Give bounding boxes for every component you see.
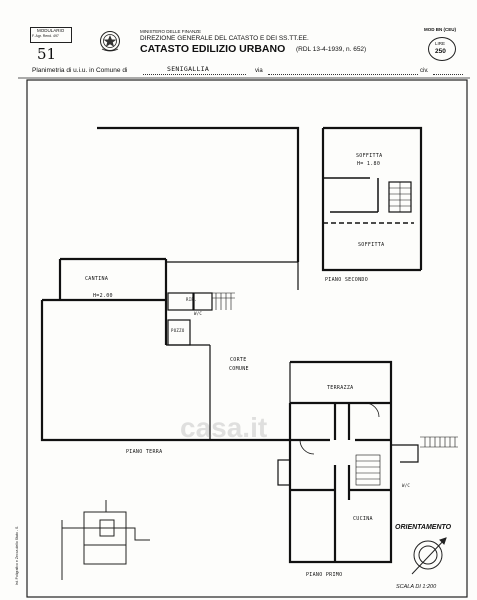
direction-label: DIREZIONE GENERALE DEL CATASTO E DEI SS.…	[140, 35, 309, 42]
piano-secondo-plan	[321, 126, 423, 272]
register-title: CATASTO EDILIZIO URBANO	[140, 43, 286, 55]
soffitta-top-label: SOFFITTA	[356, 153, 383, 159]
model-code: MOD BN (CEU)	[424, 27, 456, 32]
lire-value: 250	[435, 48, 446, 55]
piano-terra-plan	[40, 126, 300, 442]
law-reference: (RDL 13-4-1939, n. 652)	[296, 46, 367, 53]
comune-value: SENIGALLIA	[167, 65, 210, 73]
civ-dotted-line	[433, 74, 463, 75]
via-dotted-line	[268, 74, 418, 75]
corte-label: CORTE	[230, 357, 247, 363]
wc-primo-label: W/C	[402, 483, 411, 488]
soffitta-bottom-label: SOFFITTA	[358, 242, 385, 248]
comune-label: COMUNE	[229, 366, 249, 372]
modulario-label: MODULARIO	[37, 28, 65, 33]
stamp-duty-box	[428, 37, 456, 61]
state-emblem-icon	[99, 29, 121, 53]
terrazza-label: TERRAZZA	[327, 385, 354, 391]
ripostiglio-label: RIP.	[186, 297, 197, 302]
comune-dotted-line	[143, 74, 246, 75]
location-sketch	[61, 500, 150, 580]
scale-label: SCALA DI 1:200	[396, 584, 437, 590]
via-label: via	[255, 68, 263, 74]
modulario-box	[30, 27, 72, 43]
piano-primo-plan	[277, 360, 458, 564]
watermark-text: casa.it	[180, 412, 268, 443]
wc-ground-label: W/C	[194, 311, 203, 316]
modulario-sub-label: F. Agr. Rend. 497	[32, 34, 59, 38]
cantina-height-label: H=2.00	[93, 293, 113, 299]
soffitta-height-label: H= 1.80	[357, 161, 381, 167]
lire-label: LIRE	[435, 41, 446, 46]
sheet-frame	[26, 79, 468, 598]
handwritten-sheet-number: 51	[37, 45, 57, 63]
piano-terra-label: PIANO TERRA	[126, 449, 163, 455]
orientamento-label: ORIENTAMENTO	[395, 524, 452, 531]
cucina-label: CUCINA	[353, 516, 373, 522]
pozzo-label: POZZO	[171, 328, 185, 333]
planimetria-label: Planimetria di u.i.u. in Comune di	[32, 67, 128, 74]
piano-primo-label: PIANO PRIMO	[306, 572, 343, 578]
north-arrow-icon	[411, 537, 447, 575]
printer-side-note: Ist. Poligrafico e Zecca dello Stato - S…	[15, 525, 19, 585]
piano-secondo-label: PIANO SECONDO	[325, 277, 369, 283]
ministry-label: MINISTERO DELLE FINANZE	[140, 29, 202, 34]
cantina-label: CANTINA	[85, 276, 109, 282]
civ-label: civ.	[420, 68, 429, 74]
